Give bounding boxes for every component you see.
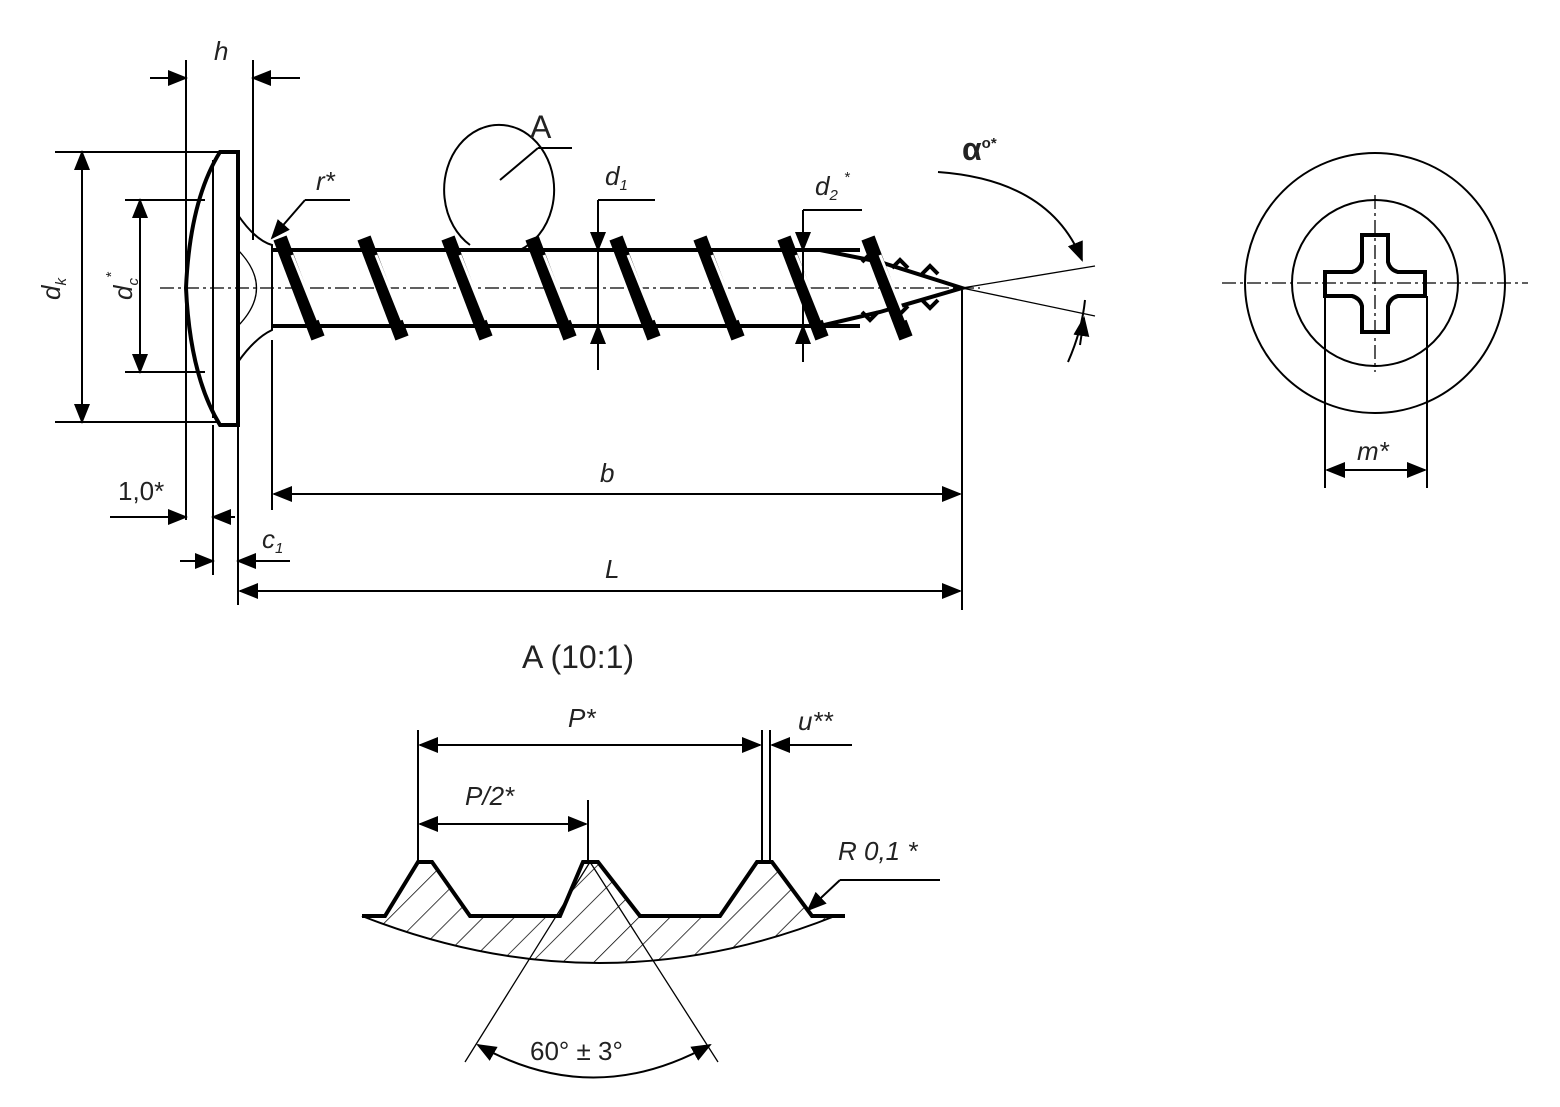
view-a-callout: A [530, 109, 552, 145]
pitch-label: P* [568, 703, 596, 733]
h-label: h [214, 36, 228, 66]
m-label: m* [1357, 436, 1390, 466]
thread-highlight [458, 254, 488, 321]
thread-turn [693, 235, 745, 341]
thread-highlight [878, 254, 908, 321]
thread-highlight [542, 254, 572, 321]
r-label: r* [316, 166, 336, 196]
dimensions: dk dc* h r* A d1 d2* [36, 36, 1096, 610]
tip-thread [860, 251, 880, 323]
side-view [160, 150, 980, 427]
thread-highlight [794, 254, 824, 321]
tip-thread [920, 263, 940, 311]
thread-turn [441, 235, 493, 341]
tip-thread [890, 257, 910, 317]
c1-label: c1 [262, 524, 283, 557]
L-label: L [605, 554, 619, 584]
detail-a: A (10:1) P* u** P/2* R 0,1 * 60° ± 3° [361, 639, 940, 1079]
thread-turn [525, 235, 577, 341]
washer-thickness-label: 1,0* [118, 476, 164, 506]
thread-turn [357, 235, 409, 341]
thread-highlight [710, 254, 740, 321]
b-label: b [600, 458, 614, 488]
alpha-label: αo* [962, 131, 997, 167]
dc-label: dc* [103, 271, 142, 300]
detail-title: A (10:1) [522, 639, 634, 675]
thread-turn [861, 235, 913, 341]
thread-highlight [374, 254, 404, 321]
dk-label: dk [36, 277, 70, 300]
d1-label: d1 [605, 161, 628, 194]
thread-turn [273, 235, 325, 341]
d2-label: d2* [815, 169, 851, 204]
angle-label: 60° ± 3° [530, 1036, 623, 1066]
half-pitch-label: P/2* [465, 781, 515, 811]
u-label: u** [798, 706, 834, 736]
thread-highlight [290, 254, 320, 321]
thread-turn [609, 235, 661, 341]
end-view: m* [1222, 152, 1528, 488]
cross-recess-icon [1323, 233, 1427, 334]
radius-label: R 0,1 * [838, 836, 918, 866]
thread-highlight [626, 254, 656, 321]
